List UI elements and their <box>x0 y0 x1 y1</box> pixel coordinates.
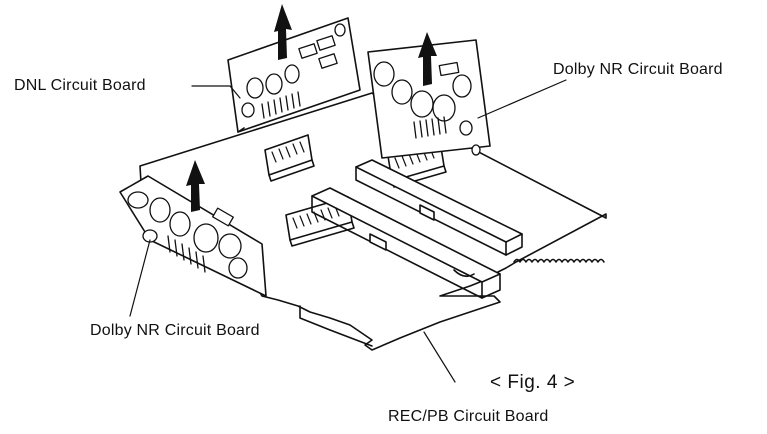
figure-caption: < Fig. 4 > <box>490 372 576 393</box>
dnl-board-label: DNL Circuit Board <box>14 77 146 94</box>
up-arrow-icon <box>274 4 292 60</box>
leader-line-dolby-left <box>129 239 151 317</box>
recpb-board-label: REC/PB Circuit Board <box>388 408 549 425</box>
dolby-circuit-board-left <box>119 175 267 297</box>
connector-socket-center <box>264 134 315 182</box>
module-bar-upper <box>355 159 523 256</box>
dolby-board-right-label: Dolby NR Circuit Board <box>553 61 723 78</box>
leader-line-dnl <box>191 85 241 99</box>
up-arrow-icon <box>418 32 437 86</box>
dolby-board-left-label: Dolby NR Circuit Board <box>90 322 260 339</box>
dnl-circuit-board <box>227 17 361 133</box>
up-arrow-icon <box>186 160 205 212</box>
dolby-circuit-board-right <box>367 39 491 159</box>
leader-line-recpb <box>423 331 456 383</box>
module-bar-lower <box>311 187 501 299</box>
leader-line-dolby-right <box>477 79 567 119</box>
